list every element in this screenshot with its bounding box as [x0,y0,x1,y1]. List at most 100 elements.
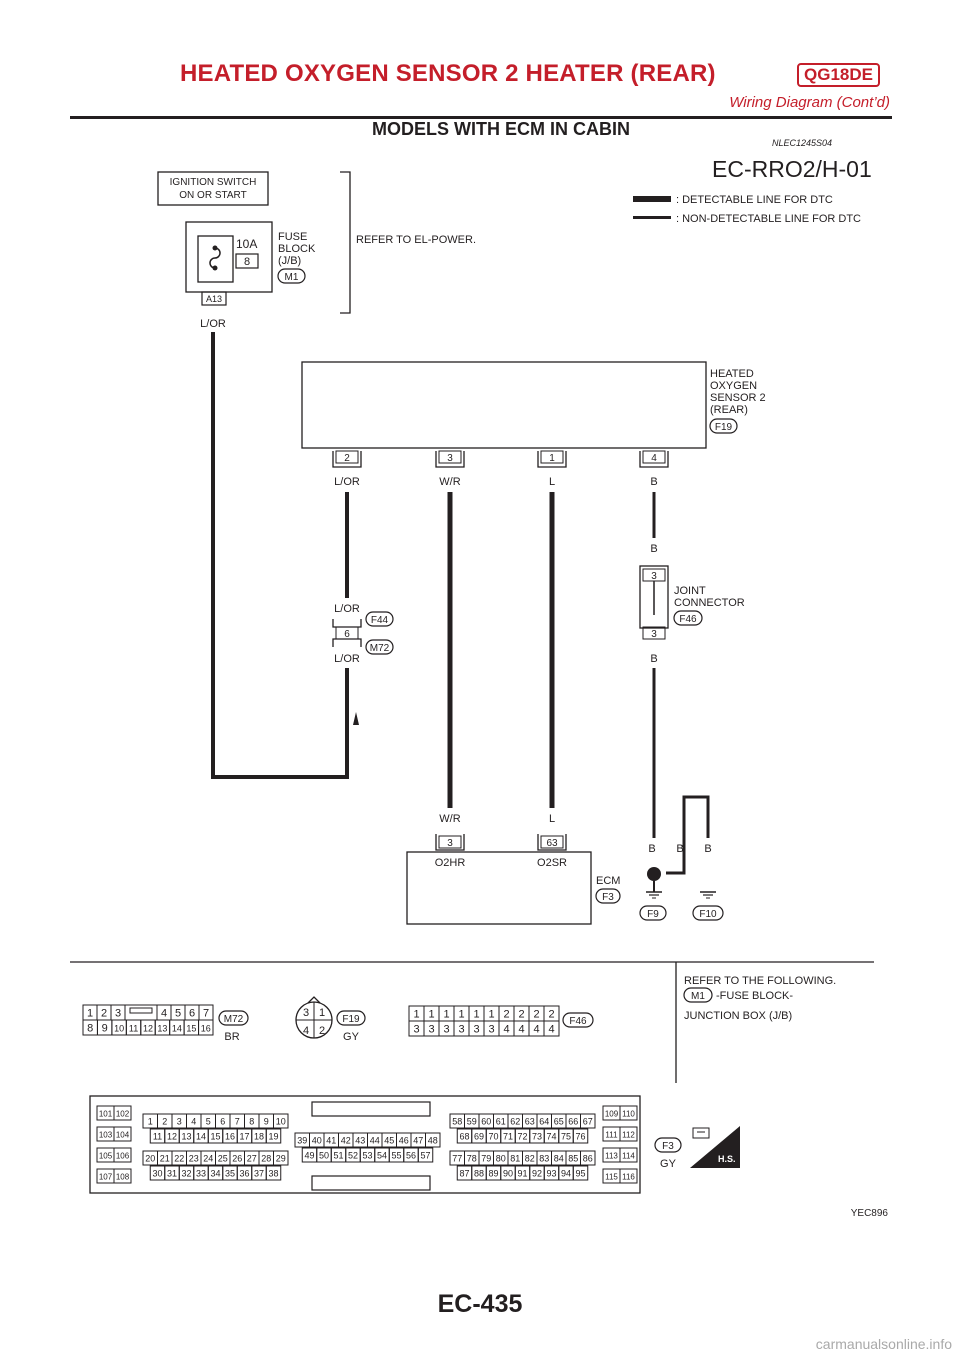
joint-label-1: JOINT [674,585,706,597]
pin-number: 1 [413,1009,419,1021]
pin-number: 77 [452,1154,462,1164]
pin-number: 33 [196,1169,206,1179]
pin-cell [113,1147,132,1163]
engine-badge: QG18DE [797,63,880,87]
pin-number: 3 [177,1117,182,1127]
pin-cell [619,1126,638,1142]
sensor-pin-number: 1 [549,453,555,464]
joint-label-2: CONNECTOR [674,597,745,609]
pin-number: 62 [510,1117,520,1127]
pin-number: 84 [554,1154,564,1164]
pin-number: 5 [206,1117,211,1127]
pin-number: 112 [622,1131,635,1140]
pin-number: 24 [203,1154,213,1164]
pin-number: 91 [517,1169,527,1179]
pin-number: 20 [145,1154,155,1164]
pin-number: 73 [532,1132,542,1142]
f19-pin: 4 [303,1025,309,1037]
pin-number: 70 [488,1132,498,1142]
inline-pin-number: 6 [344,629,350,640]
fuse-connector-id: M1 [285,272,299,283]
fuse-label-1: FUSE [278,231,307,243]
pin-number: 7 [203,1008,209,1020]
pin-number: 54 [377,1151,387,1161]
pin-number: 107 [99,1173,113,1182]
pin-number: 3 [115,1008,121,1020]
sensor-label-4: (REAR) [710,404,748,416]
pin-number: 17 [239,1132,249,1142]
m72-ids: M72 BR [218,1010,249,1043]
legend-detectable: : DETECTABLE LINE FOR DTC [676,194,833,206]
image-code: YEC896 [851,1208,889,1219]
pin-number: 4 [503,1024,509,1036]
pin-number: 3 [428,1024,434,1036]
pin-number: 37 [254,1169,264,1179]
pin-number: 16 [225,1132,235,1142]
pin-number: 7 [235,1117,240,1127]
pin-number: 28 [261,1154,271,1164]
ecm: W/R L 3 63 O2HR O2SR ECM F3 [406,813,621,925]
pin-number: 82 [525,1154,535,1164]
connector-latch-icon [307,996,321,1004]
pin-number: 80 [496,1154,506,1164]
joint-connector-id: F46 [679,614,697,625]
f19-pin: 1 [319,1007,325,1019]
pin-number: 14 [172,1024,182,1034]
page-title: HEATED OXYGEN SENSOR 2 HEATER (REAR) [180,60,716,87]
pin-number: 3 [443,1024,449,1036]
pin-number: 2 [503,1009,509,1021]
sensor-label-1: HEATED [710,368,754,380]
pin-number: 105 [99,1152,113,1161]
pin-cell [273,1150,289,1166]
pin-number: 46 [399,1136,409,1146]
pin-number: 10 [114,1024,124,1034]
pin-number: 23 [189,1154,199,1164]
sensor-pin-2: 2 L/OR [332,450,362,488]
pin-number: 2 [162,1117,167,1127]
pin-number: 47 [413,1136,423,1146]
pin-number: 106 [116,1152,130,1161]
sensor-pin-color: L [549,476,555,488]
ecm-label: ECM [596,875,620,887]
pin-cell [113,1105,132,1121]
pin-number: 59 [467,1117,477,1127]
pin-cell [113,1168,132,1184]
connector-f19: 3 1 4 2 F19 GY [295,996,366,1043]
pin-number: 116 [622,1173,635,1182]
pin-number: 1 [488,1009,494,1021]
ground-color: B [676,843,683,855]
pin-number: 34 [210,1169,220,1179]
pin-number: 30 [152,1169,162,1179]
inline-lower-color: L/OR [334,653,360,665]
pin-number: 109 [605,1110,619,1119]
pin-number: 39 [297,1136,307,1146]
sensor-pin-color: L/OR [334,476,360,488]
pin-number: 12 [167,1132,177,1142]
ecm-connector-id: F3 [602,892,614,903]
pin-cell [580,1113,596,1129]
pin-number: 41 [326,1136,336,1146]
refer-following-title: REFER TO THE FOLLOWING. [684,975,836,987]
legend: : DETECTABLE LINE FOR DTC : NON-DETECTAB… [633,194,861,225]
heated-oxygen-sensor: HEATED OXYGEN SENSOR 2 (REAR) F19 [301,361,766,449]
pin-number: 89 [488,1169,498,1179]
pin-number: 81 [510,1154,520,1164]
pin-number: 31 [167,1169,177,1179]
pin-number: 64 [539,1117,549,1127]
refer-fuse-block: -FUSE BLOCK- [716,990,793,1002]
sensor-pin-3: 3 W/R [435,450,465,488]
sensor-pin-color: B [650,476,657,488]
pin-cell [198,1019,214,1036]
pin-number: 40 [312,1136,322,1146]
pin-number: 1 [87,1008,93,1020]
pin-number: 6 [220,1117,225,1127]
ecm-l-color: L [549,813,555,825]
pin-number: 38 [268,1169,278,1179]
fuse-label-2: BLOCK [278,243,316,255]
pin-number: 12 [143,1024,153,1034]
fuse-rating: 10A [236,237,257,251]
joint-bottom-color: B [650,653,657,665]
